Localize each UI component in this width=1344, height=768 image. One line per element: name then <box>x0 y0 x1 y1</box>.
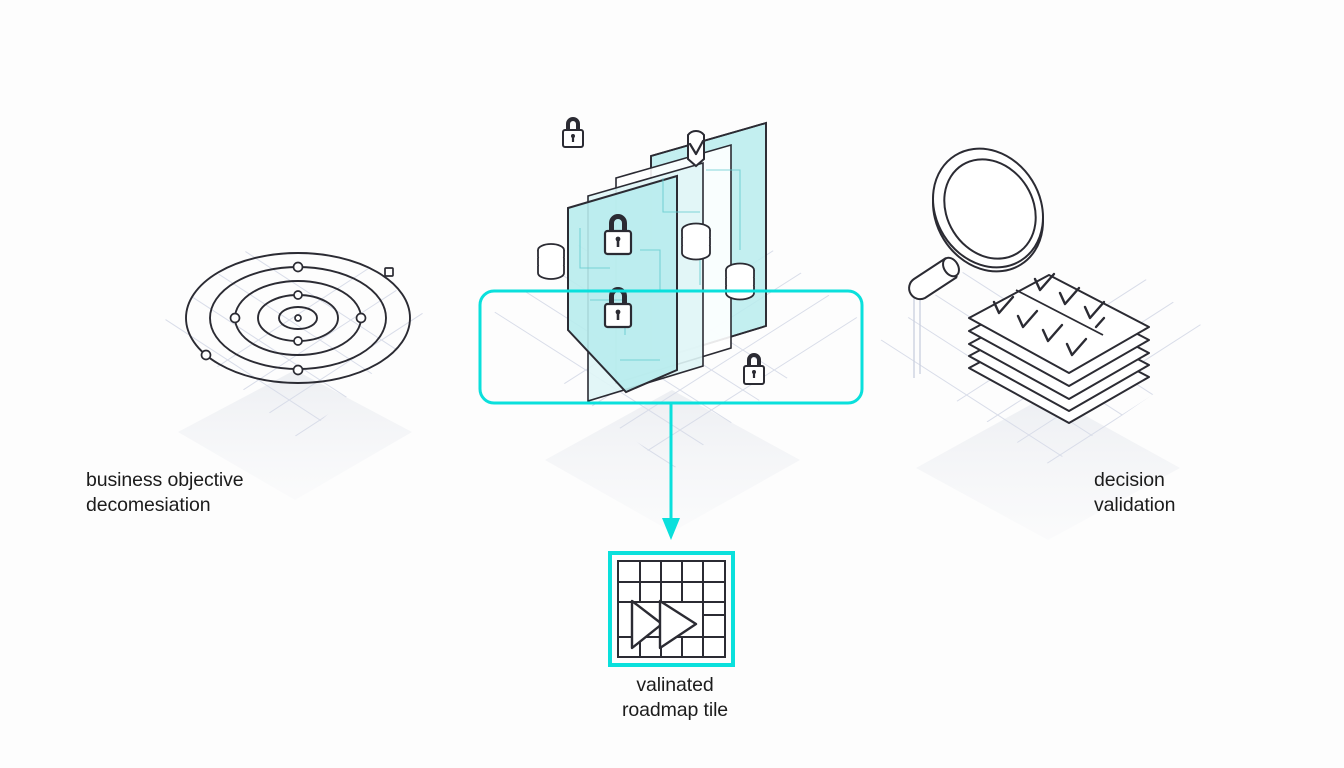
lock-icon-panel-upper <box>603 214 633 256</box>
shadow-left <box>178 370 412 500</box>
database-icon-left <box>537 243 565 280</box>
label-decision-validation: decision validation <box>1094 469 1176 516</box>
database-icon-right <box>725 262 755 301</box>
shield-check-icon <box>687 130 705 168</box>
connector-arrow-down <box>662 403 680 540</box>
shadow-right <box>916 395 1180 540</box>
magnifier-icon[interactable] <box>908 128 1065 301</box>
checklist-divider <box>1015 289 1104 336</box>
lock-icon-top-left <box>562 117 584 148</box>
lock-icon-bottom-right <box>743 353 765 385</box>
label-valinated-roadmap-tile: valinated roadmap tile <box>621 674 729 721</box>
database-icon-center <box>681 222 711 261</box>
label-business-objective: business objective decomesiation <box>86 469 244 516</box>
fast-forward-arrow <box>630 599 698 650</box>
target-node-markers <box>200 261 394 376</box>
roadmap-tile-fast-forward-icon[interactable] <box>608 551 735 667</box>
lock-icon-panel-lower <box>603 287 633 329</box>
iso-grid-left <box>165 205 430 440</box>
check-marks <box>992 272 1106 357</box>
secure-panel-1[interactable] <box>567 174 678 394</box>
highlight-box[interactable] <box>478 289 864 405</box>
riser-lines <box>913 288 921 378</box>
checklist-stack-icon[interactable] <box>968 274 1150 424</box>
